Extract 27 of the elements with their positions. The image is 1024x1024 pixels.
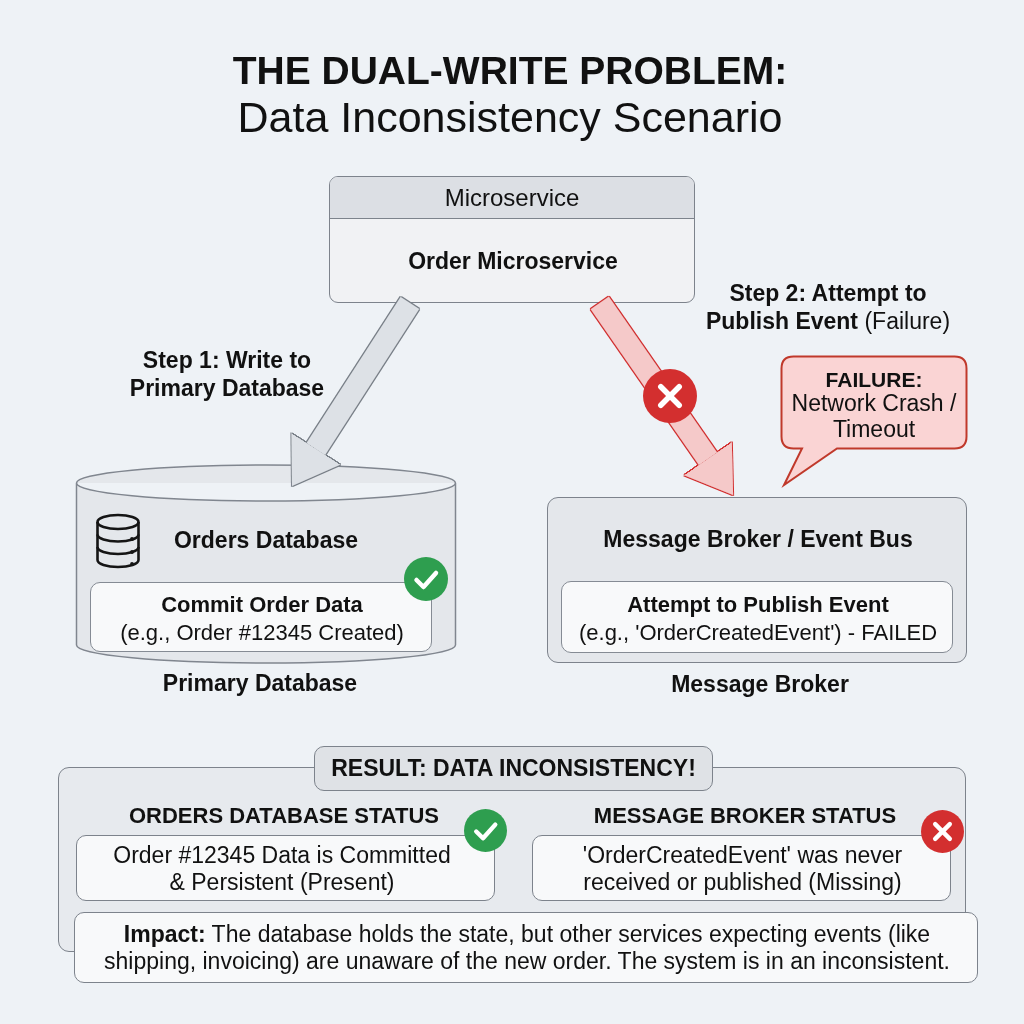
status-heading: MESSAGE BROKER STATUS <box>593 803 897 829</box>
step-box <box>561 581 953 653</box>
block-arrow <box>291 297 420 486</box>
step-detail: (e.g., Order #12345 Created) <box>120 620 404 646</box>
impact-text: Impact: The database holds the state, but other services expecting events (like shipping, invoicing) are unaware of the new order. The system is in an inconsistent. <box>103 921 951 975</box>
failure-title: FAILURE: <box>825 367 923 392</box>
result-heading: RESULT: DATA INCONSISTENCY! <box>314 746 713 791</box>
service-header: Microservice <box>330 177 694 219</box>
database-title: Orders Database <box>173 527 359 554</box>
service-name: Order Microservice <box>408 248 618 275</box>
broker-title: Message Broker / Event Bus <box>603 526 913 553</box>
failure-callout <box>780 355 968 488</box>
step-title: Commit Order Data <box>161 592 363 618</box>
impact-box <box>74 912 978 983</box>
failure-detail: Network Crash / Timeout <box>790 390 958 442</box>
edge-label: Step 2: Attempt to Publish Event (Failure) <box>704 279 952 335</box>
status-text: 'OrderCreatedEvent' was never received or published (Missing) <box>581 842 904 896</box>
block-arrow <box>590 296 734 495</box>
step-title: Attempt to Publish Event <box>627 592 889 618</box>
step-detail: (e.g., 'OrderCreatedEvent') - FAILED <box>578 620 938 646</box>
status-heading: ORDERS DATABASE STATUS <box>129 803 439 829</box>
status-text: Order #12345 Data is Committed & Persistent (Present) <box>112 842 452 896</box>
title: THE DUAL-WRITE PROBLEM: Data Inconsistency Scenario <box>232 48 788 141</box>
edge-label: Step 1: Write to Primary Database <box>128 346 326 402</box>
service-box <box>329 176 695 303</box>
node-caption: Message Broker <box>671 671 849 698</box>
node-caption: Primary Database <box>162 670 358 697</box>
